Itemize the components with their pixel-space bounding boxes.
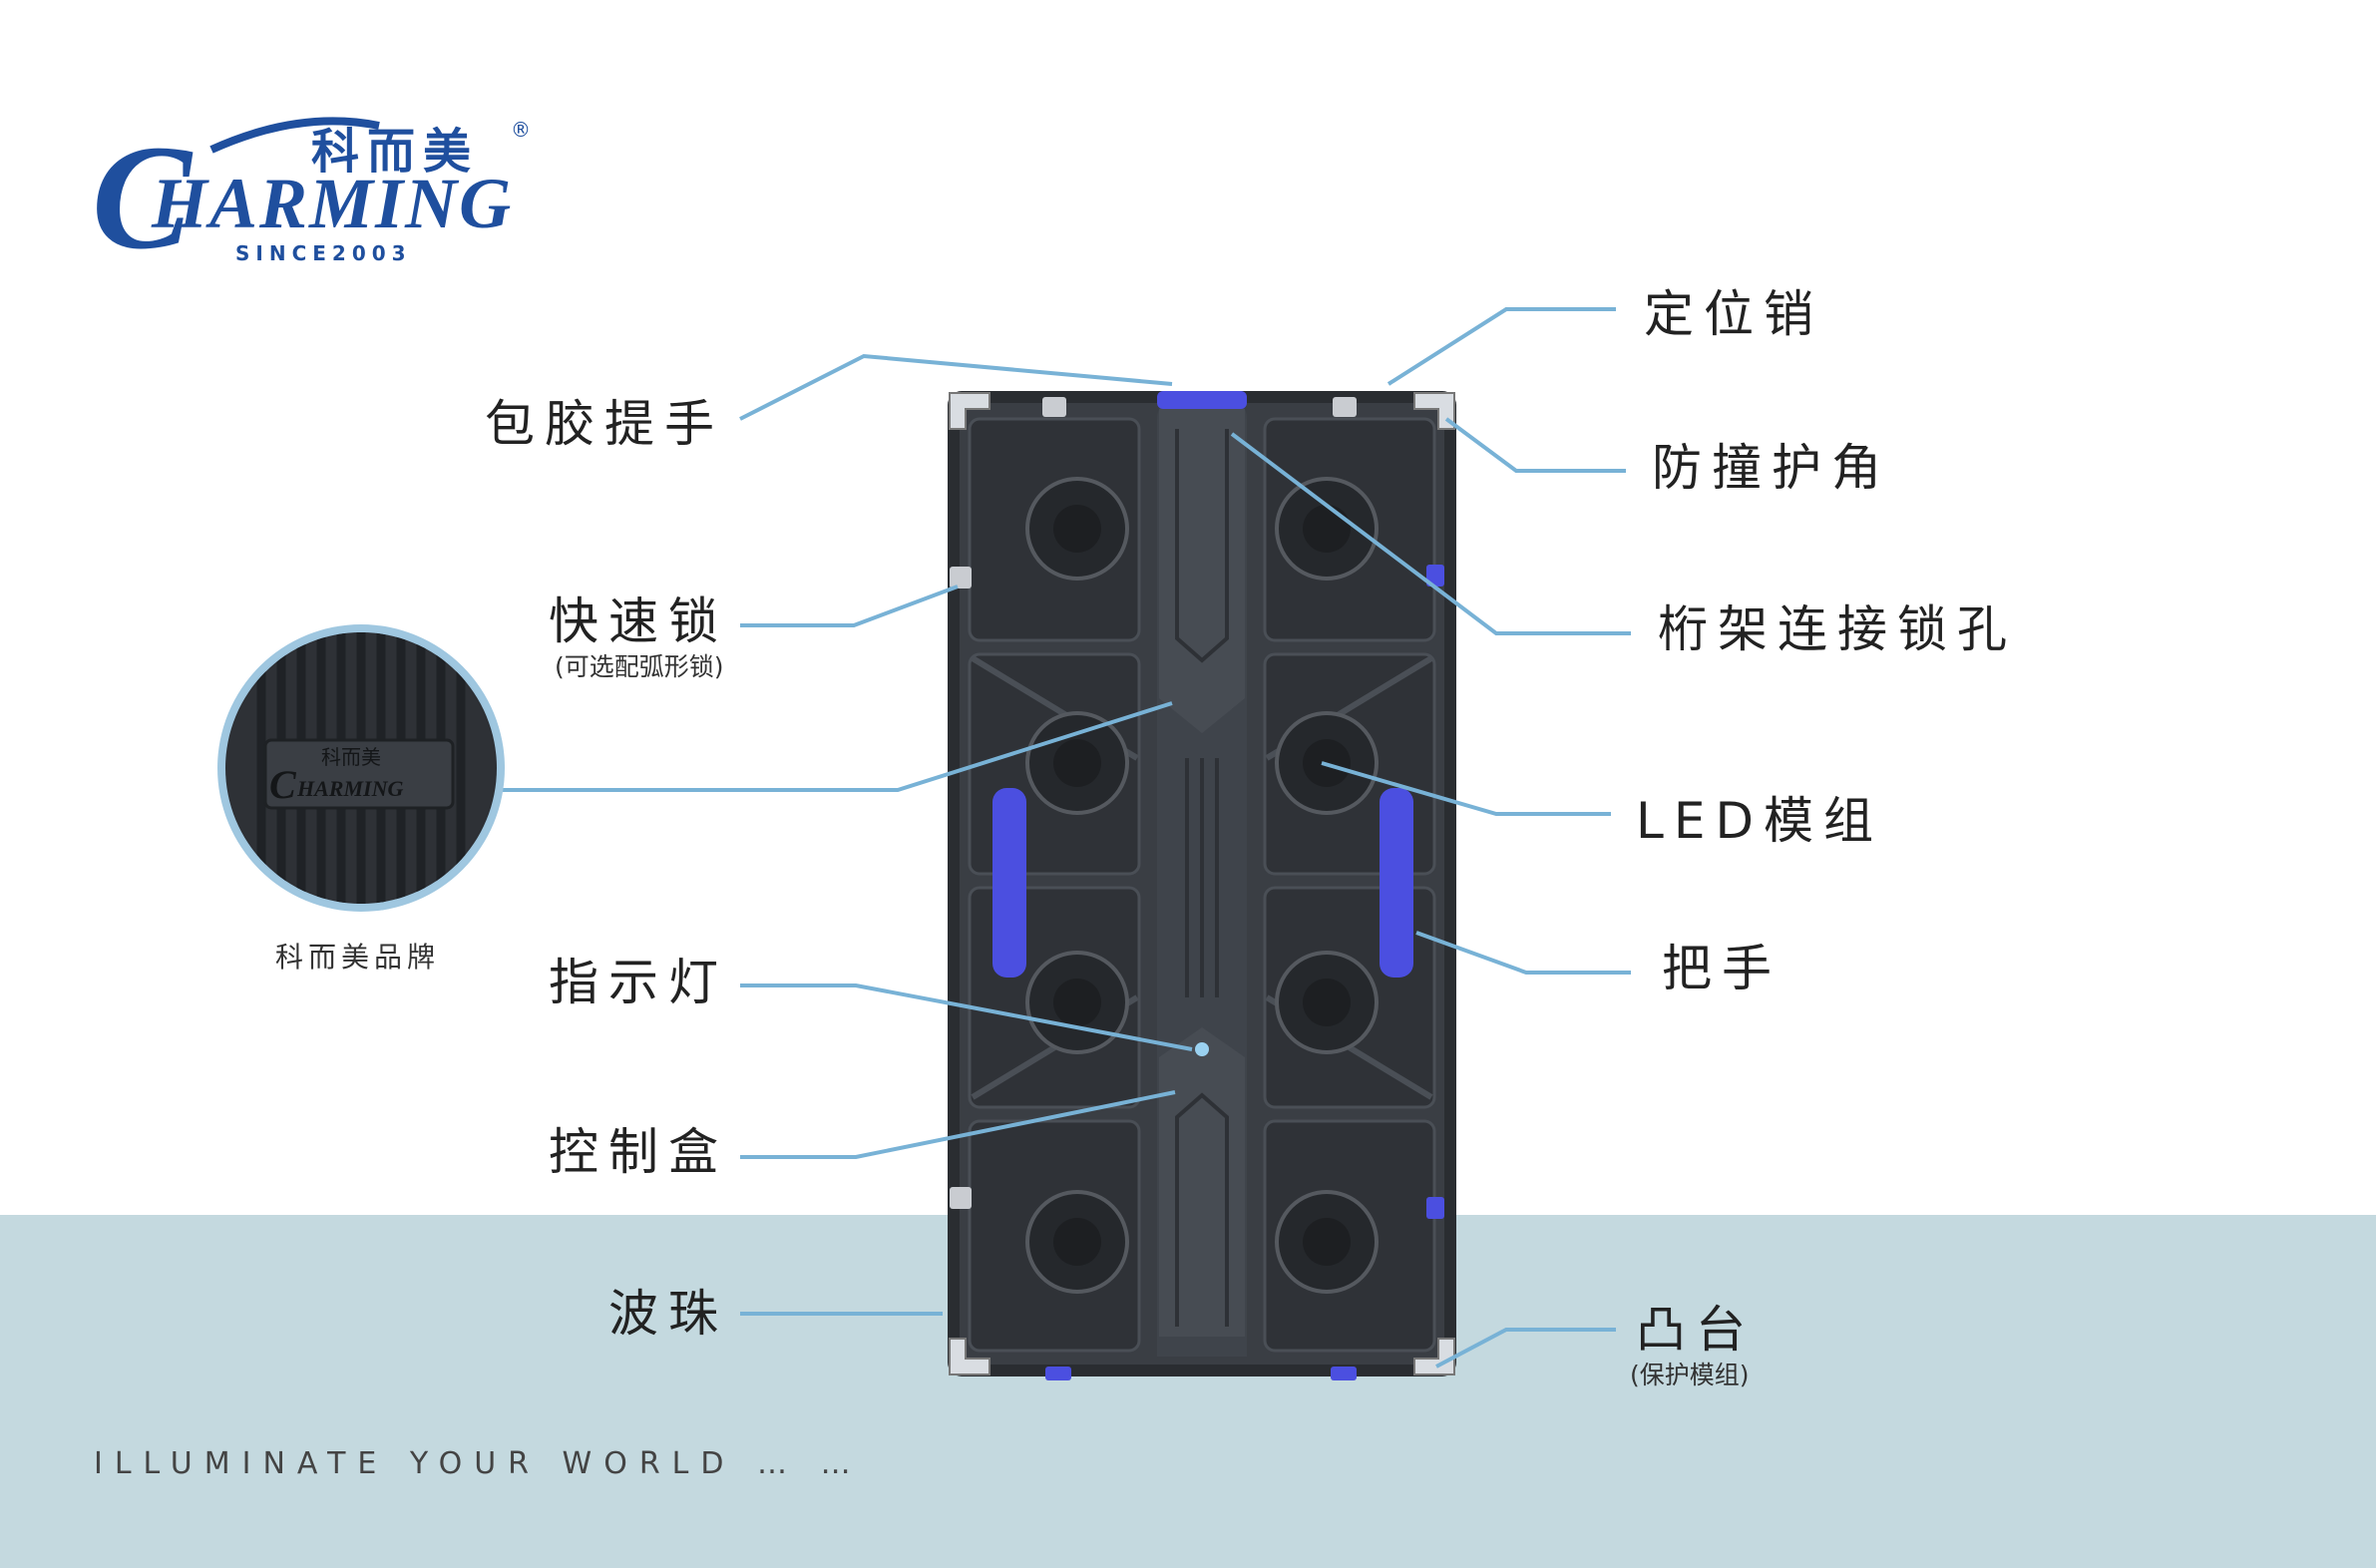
top-grip-handle [1157,391,1247,409]
led-cabinet [948,391,1456,1380]
label-bead: 波珠 [608,1285,728,1343]
brand-logo-initial: C [92,115,194,280]
registered-mark: ® [511,118,531,142]
brand-since: SINCE2003 [235,241,412,265]
inset-badge-en: HARMING [296,776,403,801]
inset-badge-initial: C [269,762,297,807]
label-locating-pin: 定位销 [1644,285,1823,343]
brand-name-en: HARMING [152,164,514,243]
label-boss: 凸台 [1636,1301,1756,1359]
label-corner-guard: 防撞护角 [1652,439,1891,497]
label-quick-lock-note: (可选配弧形锁) [555,652,724,681]
corner-guards [949,392,1455,1375]
label-truss-hole: 桁架连接锁孔 [1658,600,2017,658]
label-boss-note: (保护模组) [1630,1361,1750,1389]
label-grip-handle: 包胶提手 [485,395,724,453]
module-knobs [1025,477,1379,1294]
left-handle [992,788,1026,978]
indicator-light [1195,1042,1209,1056]
label-led-module: LED模组 [1636,792,1883,850]
leader-lines [499,307,1631,1369]
brand-logo: C [92,115,380,280]
inset-badge-cn: 科而美 [321,745,381,769]
label-control-box: 控制盒 [549,1123,728,1181]
label-indicator: 指示灯 [549,954,728,1011]
brand-inset: 科而美 C HARMING [217,624,505,912]
label-quick-lock: 快速锁 [549,592,728,650]
inset-caption: 科而美品牌 [275,941,441,974]
tagline: ILLUMINATE YOUR WORLD … … [94,1446,863,1481]
brand-name-cn: 科而美 [311,124,480,180]
label-handle: 把手 [1662,940,1782,997]
right-handle [1380,788,1413,978]
